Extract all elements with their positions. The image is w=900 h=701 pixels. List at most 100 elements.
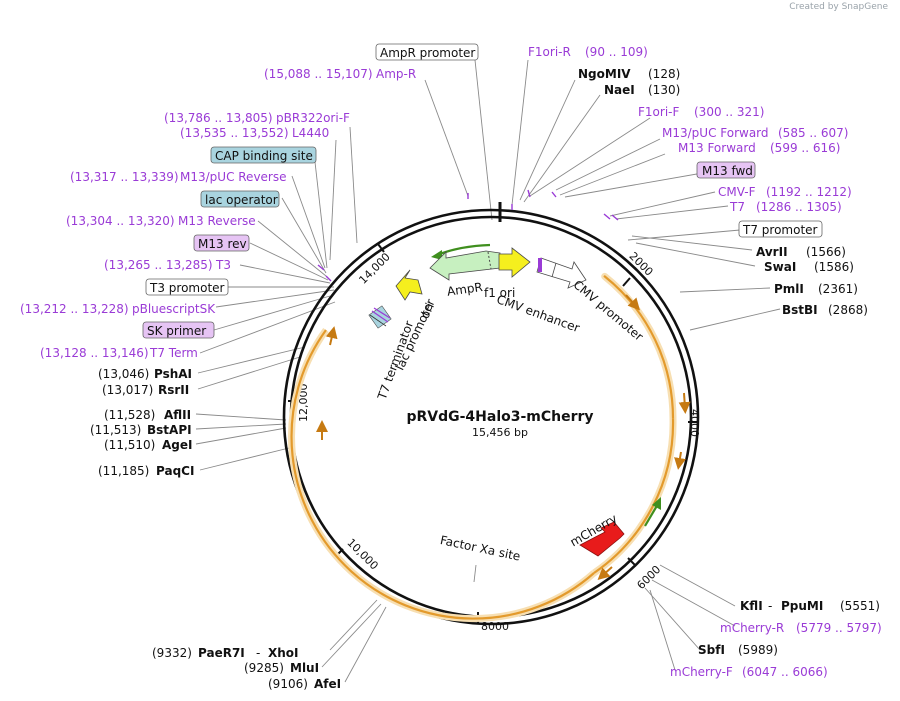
label-cap-binding-site: CAP binding site — [215, 149, 313, 163]
label-t7-promoter: T7 promoter — [742, 223, 818, 237]
label-m13-puc-forward: M13/pUC Forward — [662, 126, 769, 140]
mcherry-green-arrow — [644, 503, 659, 527]
f1-ori-feature — [498, 247, 531, 278]
pos-ngomiv: (128) — [648, 67, 680, 81]
pos-pbluescriptsk: (13,212 .. 13,228) — [20, 302, 129, 316]
label-afei: AfeI — [314, 677, 341, 691]
pos-m13-puc-forward: (585 .. 607) — [778, 126, 848, 140]
label-paer7i: PaeR7I — [198, 646, 245, 660]
pos-bstbi: (2868) — [828, 303, 868, 317]
pos-amp-r: (15,088 .. 15,107) — [264, 67, 373, 81]
label-naei: NaeI — [604, 83, 635, 97]
label-pmli: PmlI — [774, 282, 804, 296]
dash-paer7i: - — [256, 646, 260, 660]
label-f1ori-r: F1ori-R — [528, 45, 571, 59]
mcherry-green-arrowhead — [652, 497, 661, 510]
pos-mcherry-r: (5779 .. 5797) — [796, 621, 882, 635]
ampr-green-arrowhead — [431, 250, 442, 260]
pos-cmv-f: (1192 .. 1212) — [766, 185, 852, 199]
ampr-feature — [429, 250, 501, 281]
label-t7-term: T7 Term — [149, 346, 198, 360]
pos-t7-term: (13,128 .. 13,146) — [40, 346, 149, 360]
tick-6000: 6000 — [634, 563, 663, 592]
label-ampr-promoter: AmpR promoter — [380, 46, 475, 60]
pos-t3: (13,265 .. 13,285) — [104, 258, 213, 272]
pos-t7: (1286 .. 1305) — [756, 200, 842, 214]
label-ngomiv: NgoMIV — [578, 67, 631, 81]
pos-ppumi: (5551) — [840, 599, 880, 613]
label-l4440: L4440 — [292, 126, 329, 140]
label-factor-xa: Factor Xa site — [439, 533, 522, 564]
pos-pshai: (13,046) — [98, 367, 149, 381]
label-m13-reverse: M13 Reverse — [178, 214, 256, 228]
pos-f1ori-f: (300 .. 321) — [694, 105, 764, 119]
pos-swai: (1586) — [814, 260, 854, 274]
label-amp-r: Amp-R — [376, 67, 416, 81]
mcherry-feature — [579, 521, 625, 557]
orf-arcs — [288, 272, 691, 623]
label-cmv-enhancer: CMV enhancer — [495, 292, 582, 335]
dash-kfli: - — [768, 599, 772, 613]
label-xhoi: XhoI — [268, 646, 299, 660]
label-aflii: AflII — [164, 408, 191, 422]
pos-mcherry-f: (6047 .. 6066) — [742, 665, 828, 679]
backbone-outer — [282, 208, 700, 626]
label-avrii: AvrII — [756, 245, 788, 259]
pos-paqci: (11,185) — [98, 464, 149, 478]
snapgene-credit: Created by SnapGene — [789, 2, 888, 12]
label-pshai: PshAI — [154, 367, 192, 381]
tick-8000: 8000 — [481, 620, 509, 633]
label-t3: T3 — [215, 258, 231, 272]
pos-m13-puc-reverse: (13,317 .. 13,339) — [70, 170, 179, 184]
pos-f1ori-r: (90 .. 109) — [585, 45, 648, 59]
box-m13-fwd — [696, 161, 756, 179]
pos-paer7i: (9332) — [152, 646, 192, 660]
box-m13-rev — [193, 234, 250, 252]
label-agei: AgeI — [162, 438, 192, 452]
cmv-feature — [536, 257, 587, 289]
pos-m13-forward: (599 .. 616) — [770, 141, 840, 155]
label-sk-primer: SK primer — [147, 324, 206, 338]
box-sk-primer — [142, 321, 215, 339]
label-mcherry-r: mCherry-R — [720, 621, 784, 635]
label-lac-operator: lac operator — [205, 193, 278, 207]
label-pbluescriptsk: pBluescriptSK — [132, 302, 216, 316]
pos-rsrii: (13,017) — [102, 383, 153, 397]
box-t7-promoter — [738, 220, 823, 238]
cmv-feature-split — [551, 262, 557, 278]
label-cmv-f: CMV-F — [718, 185, 756, 199]
box-lac-operator — [200, 190, 280, 208]
label-mlui: MluI — [290, 661, 319, 675]
label-f1ori-f: F1ori-F — [638, 105, 679, 119]
label-ppumi: PpuMI — [781, 599, 823, 613]
tick-4000: 4000 — [688, 409, 701, 437]
label-t7: T7 — [729, 200, 745, 214]
label-m13-puc-reverse: M13/pUC Reverse — [180, 170, 287, 184]
pos-avrii: (1566) — [806, 245, 846, 259]
pos-pbr322ori-f: (13,786 .. 13,805) — [164, 111, 273, 125]
pos-naei: (130) — [648, 83, 680, 97]
pos-pmli: (2361) — [818, 282, 858, 296]
label-ampr: AmpR — [446, 280, 483, 299]
label-sbfi: SbfI — [698, 643, 725, 657]
pos-m13-reverse: (13,304 .. 13,320) — [66, 214, 175, 228]
plasmid-name: pRVdG-4Halo3-mCherry — [406, 409, 593, 425]
pos-bstapi: (11,513) — [90, 423, 141, 437]
label-m13-rev: M13 rev — [198, 237, 247, 251]
label-rsrii: RsrII — [158, 383, 189, 397]
pointer-lines — [195, 59, 781, 683]
pos-mlui: (9285) — [244, 661, 284, 675]
label-bstbi: BstBI — [782, 303, 818, 317]
pos-l4440: (13,535 .. 13,552) — [180, 126, 289, 140]
label-pbr322ori-f: pBR322ori-F — [276, 111, 350, 125]
box-t3-promoter — [145, 278, 229, 296]
ori-feature — [395, 269, 423, 301]
pos-aflii: (11,528) — [104, 408, 155, 422]
pos-agei: (11,510) — [104, 438, 155, 452]
label-swai: SwaI — [764, 260, 796, 274]
label-f1-ori: f1 ori — [484, 286, 515, 300]
cmv-primer-mark — [538, 258, 542, 272]
box-cap-binding-site — [210, 146, 317, 164]
label-m13-forward: M13 Forward — [678, 141, 756, 155]
